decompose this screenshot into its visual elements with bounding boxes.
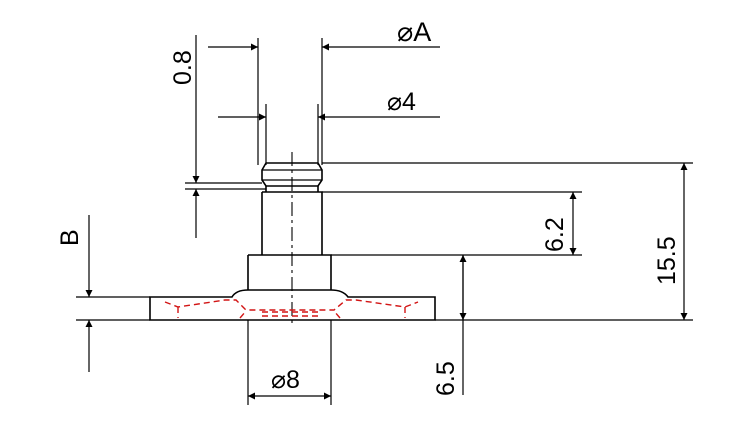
dimension-0-8: 0.8 xyxy=(169,35,266,238)
dimension-dia-4: ⌀4 xyxy=(218,88,440,165)
dimension-6-5: 6.5 xyxy=(432,255,467,396)
label-15-5: 15.5 xyxy=(653,236,681,285)
label-b: B xyxy=(56,229,84,246)
dimension-6-2: 6.2 xyxy=(322,191,582,256)
label-dia-a: ⌀A xyxy=(397,17,431,47)
hidden-profile xyxy=(164,299,419,319)
dimension-15-5: 15.5 xyxy=(322,162,693,321)
label-dia-8: ⌀8 xyxy=(271,366,300,394)
label-dia-4: ⌀4 xyxy=(387,88,416,116)
label-6-5: 6.5 xyxy=(432,361,460,396)
dimension-dia-a: ⌀A xyxy=(208,17,440,165)
dimension-b: B xyxy=(56,215,150,372)
label-6-2: 6.2 xyxy=(541,217,569,252)
dimension-dia-8: ⌀8 xyxy=(247,320,332,405)
label-0-8: 0.8 xyxy=(169,50,197,85)
